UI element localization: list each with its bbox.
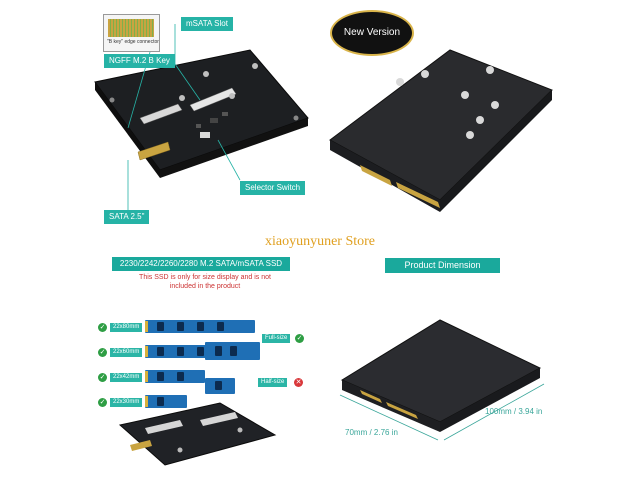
adapter-board-small: [118, 402, 277, 466]
dimension-panel: Product Dimension 100mm / 3.94 in 70mm /…: [320, 250, 640, 480]
sizes-banner: 2230/2242/2260/2280 M.2 SATA/mSATA SSD: [112, 257, 290, 271]
connector-inset: "B key" edge connector: [103, 14, 160, 52]
new-version-badge: New Version: [330, 10, 414, 56]
ngff-label: NGFF M.2 B Key: [104, 54, 175, 68]
size-tag-60: 22x60mm: [110, 348, 143, 357]
check-icon: ✓: [98, 348, 107, 357]
length-dimension: 100mm / 3.94 in: [485, 407, 543, 416]
dimension-banner: Product Dimension: [385, 258, 500, 273]
size-tag-30: 22x30mm: [110, 398, 143, 407]
selector-switch-label: Selector Switch: [240, 181, 306, 195]
ssd-stick-80: [145, 320, 255, 333]
check-icon: ✓: [295, 334, 304, 343]
enclosure-panel: New Version: [320, 0, 640, 235]
sizes-note-line1: This SSD is only for size display and is…: [139, 274, 271, 281]
adapter-board-panel: "B key" edge connector NGFF M.2 B Key mS…: [0, 0, 320, 235]
full-size-tag: Full-size: [262, 334, 291, 343]
connector-caption: "B key" edge connector: [107, 39, 159, 45]
msata-label: mSATA Slot: [181, 17, 233, 31]
size-tag-42: 22x42mm: [110, 373, 143, 382]
enclosure-dimension-illustration: [339, 319, 545, 441]
msata-half-card: [205, 378, 235, 394]
half-size-tag: Half-size: [258, 378, 288, 387]
ssd-stick-30: [145, 395, 187, 408]
check-icon: ✓: [98, 398, 107, 407]
sizes-panel: 2230/2242/2260/2280 M.2 SATA/mSATA SSD T…: [0, 250, 320, 480]
ssd-stick-42: [145, 370, 205, 383]
cross-icon: ✕: [294, 378, 303, 387]
size-tag-80: 22x80mm: [110, 323, 143, 332]
store-watermark: xiaoyunyuner Store: [264, 234, 376, 249]
check-icon: ✓: [98, 373, 107, 382]
width-dimension: 70mm / 2.76 in: [345, 428, 398, 437]
enclosure-illustration: [329, 49, 553, 212]
connector-pins: [108, 19, 154, 37]
adapter-board-illustration: [94, 24, 309, 210]
new-version-text: New Version: [343, 27, 401, 38]
sizes-note-line2: included in the product: [169, 283, 241, 290]
sata-label: SATA 2.5": [104, 210, 150, 224]
msata-full-card: [205, 342, 260, 360]
check-icon: ✓: [98, 323, 107, 332]
